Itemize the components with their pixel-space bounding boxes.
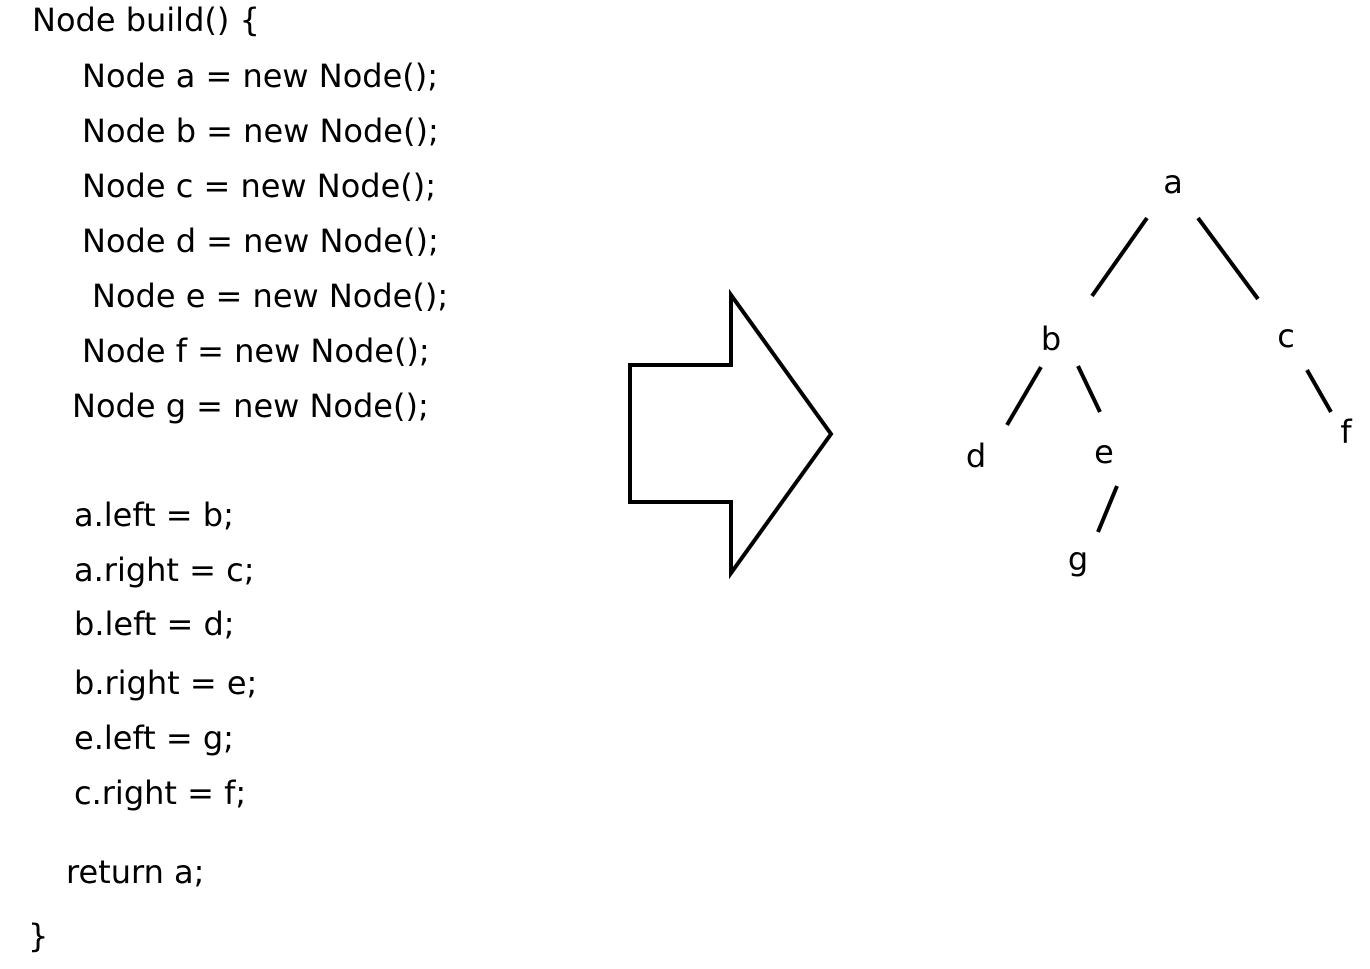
edge-e-g [1096, 485, 1119, 533]
code-line-declare-c: Node c = new Node(); [82, 167, 437, 205]
edge-c-f [1305, 369, 1333, 413]
code-line-c-right: c.right = f; [74, 774, 247, 812]
node-f: f [1340, 413, 1352, 451]
node-d: d [966, 437, 986, 475]
code-line-b-left: b.left = d; [74, 605, 235, 643]
binary-tree-diagram: a b c d e f g [966, 163, 1353, 578]
node-e: e [1094, 433, 1114, 471]
code-line-declare-f: Node f = new Node(); [82, 332, 430, 370]
code-line-declare-g: Node g = new Node(); [72, 387, 429, 425]
node-a: a [1163, 163, 1183, 201]
node-c: c [1277, 317, 1295, 355]
code-line-declare-d: Node d = new Node(); [82, 222, 439, 260]
node-b: b [1041, 320, 1061, 358]
edge-a-c [1196, 216, 1260, 301]
edge-a-b [1090, 216, 1149, 298]
code-line-declare-a: Node a = new Node(); [82, 57, 439, 95]
right-block-arrow-icon [628, 288, 834, 580]
code-line-b-right: b.right = e; [74, 664, 258, 702]
code-line-declare-b: Node b = new Node(); [82, 112, 439, 150]
code-line-declare-e: Node e = new Node(); [92, 277, 449, 315]
code-line-e-left: e.left = g; [74, 719, 234, 757]
code-line-a-right: a.right = c; [74, 551, 255, 589]
arrow-shape [628, 288, 834, 580]
code-line-signature: Node build() { [32, 1, 260, 39]
edge-b-d [1005, 365, 1043, 427]
node-g: g [1068, 540, 1088, 578]
code-line-a-left: a.left = b; [74, 496, 234, 534]
code-line-closing-brace: } [28, 917, 49, 955]
code-line-return: return a; [66, 853, 205, 891]
edge-b-e [1076, 365, 1102, 413]
